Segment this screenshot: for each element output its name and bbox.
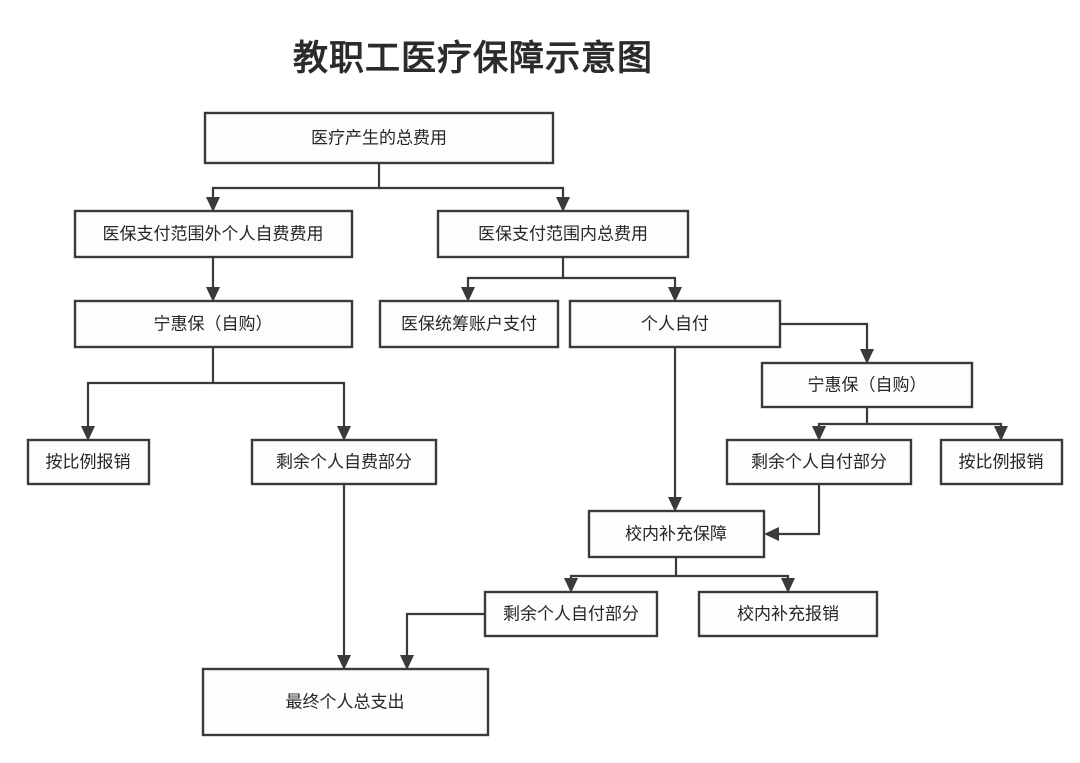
node-proportional-reimburse-right[interactable]: 按比例报销 — [939, 438, 1064, 486]
node-remaining-selfpay-cost[interactable]: 剩余个人自费部分 — [250, 438, 438, 486]
node-label: 按比例报销 — [959, 452, 1044, 471]
arrow-head-icon — [564, 578, 578, 593]
node-label: 宁惠保（自购） — [154, 314, 273, 333]
arrow-head-icon — [668, 287, 682, 302]
edge-personal-to-ninghuibao-right — [780, 322, 874, 364]
node-remaining-personal-payment-upper[interactable]: 剩余个人自付部分 — [725, 438, 913, 486]
node-ninghuibao-left[interactable]: 宁惠保（自购） — [73, 299, 354, 349]
connector-layer — [81, 163, 1008, 670]
edge-total-to-in-scope — [379, 186, 570, 212]
node-remaining-personal-payment-lower[interactable]: 剩余个人自付部分 — [483, 590, 659, 638]
node-label: 医保支付范围外个人自费费用 — [103, 224, 324, 243]
node-label: 剩余个人自付部分 — [751, 452, 887, 471]
arrow-head-icon — [556, 197, 570, 212]
arrow-head-icon — [337, 426, 351, 441]
node-personal-payment[interactable]: 个人自付 — [568, 299, 782, 349]
edge-ninghuibao-right-to-reimburse — [867, 422, 1008, 441]
node-label: 校内补充保障 — [625, 524, 727, 543]
node-label: 校内补充报销 — [737, 604, 839, 623]
node-layer: 医疗产生的总费用 医保支付范围外个人自费费用 医保支付范围内总费用 宁惠保（自购… — [26, 111, 1064, 737]
edge-remaining-lower-to-final — [400, 612, 485, 670]
node-pooled-account-pay[interactable]: 医保统筹账户支付 — [378, 299, 560, 349]
arrow-head-icon — [764, 527, 779, 541]
node-in-scope-total[interactable]: 医保支付范围内总费用 — [436, 209, 690, 259]
edge-in-scope-to-personal — [563, 276, 682, 302]
edge-campus-to-remaining-lower — [564, 557, 678, 593]
edge-campus-to-campus-reimburse — [676, 574, 795, 593]
edge-remaining-upper-to-campus — [764, 484, 821, 541]
node-label: 剩余个人自付部分 — [503, 604, 639, 623]
edge-in-scope-to-pooled — [461, 257, 565, 302]
node-proportional-reimburse-left[interactable]: 按比例报销 — [26, 438, 151, 486]
node-campus-supplement[interactable]: 校内补充保障 — [587, 509, 766, 559]
arrow-head-icon — [81, 426, 95, 441]
arrow-head-icon — [668, 497, 682, 512]
edge-out-of-scope-to-ninghuibao — [206, 257, 220, 302]
arrow-head-icon — [860, 349, 874, 364]
node-label: 医疗产生的总费用 — [311, 128, 447, 147]
node-campus-supplement-reimburse[interactable]: 校内补充报销 — [697, 590, 879, 638]
arrow-head-icon — [461, 287, 475, 302]
edge-total-to-out-of-scope — [206, 163, 381, 212]
page-title: 教职工医疗保障示意图 — [293, 39, 653, 78]
node-total-cost[interactable]: 医疗产生的总费用 — [203, 111, 555, 165]
edge-ninghuibao-left-to-reimburse — [81, 347, 215, 441]
edge-personal-to-campus — [668, 347, 682, 512]
arrow-head-icon — [781, 578, 795, 593]
edge-remaining-selfpay-to-final — [337, 484, 351, 670]
node-final-total-expense[interactable]: 最终个人总支出 — [201, 667, 490, 737]
node-label: 医保统筹账户支付 — [401, 314, 537, 333]
node-label: 最终个人总支出 — [286, 692, 405, 711]
arrow-head-icon — [994, 426, 1008, 441]
node-ninghuibao-right[interactable]: 宁惠保（自购） — [760, 361, 974, 409]
arrow-head-icon — [206, 287, 220, 302]
node-label: 剩余个人自费部分 — [276, 452, 412, 471]
edge-ninghuibao-right-to-remaining — [812, 407, 869, 441]
arrow-head-icon — [812, 426, 826, 441]
edge-ninghuibao-left-to-remaining — [213, 381, 351, 441]
node-out-of-scope-selfpay[interactable]: 医保支付范围外个人自费费用 — [73, 209, 354, 259]
arrow-head-icon — [337, 655, 351, 670]
node-label: 宁惠保（自购） — [808, 375, 927, 394]
node-label: 个人自付 — [641, 314, 709, 333]
node-label: 医保支付范围内总费用 — [478, 224, 648, 243]
arrow-head-icon — [400, 655, 414, 670]
node-label: 按比例报销 — [46, 452, 131, 471]
arrow-head-icon — [206, 197, 220, 212]
